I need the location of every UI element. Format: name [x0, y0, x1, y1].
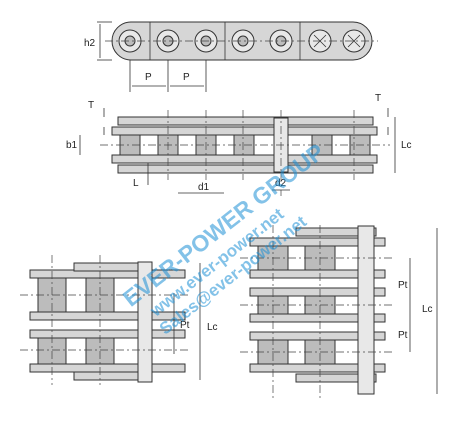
chain-side-view: h2 P P — [84, 21, 378, 92]
lc-label-duplex: Lc — [207, 322, 218, 333]
pt-label-triplex-lower: Pt — [398, 330, 408, 341]
b1-label: b1 — [66, 140, 78, 151]
lc-label-triplex: Lc — [422, 304, 433, 315]
d1-label: d1 — [198, 182, 210, 193]
pt-label-duplex: Pt — [180, 320, 190, 331]
pt-label-triplex-upper: Pt — [398, 280, 408, 291]
h2-label: h2 — [84, 38, 96, 49]
chain-duplex-view: Pt Lc — [20, 255, 218, 385]
pitch-label-2: P — [183, 72, 190, 83]
chain-top-view: T b1 T Lc L d1 d2 — [66, 93, 412, 196]
d2-label: d2 — [275, 178, 287, 189]
chain-triplex-view: Pt Pt Lc — [240, 225, 438, 400]
lc-label-top: Lc — [401, 140, 412, 151]
l-label: L — [133, 178, 139, 189]
pitch-label-1: P — [145, 72, 152, 83]
thickness-label-left: T — [88, 100, 94, 111]
thickness-label-right: T — [375, 93, 381, 104]
